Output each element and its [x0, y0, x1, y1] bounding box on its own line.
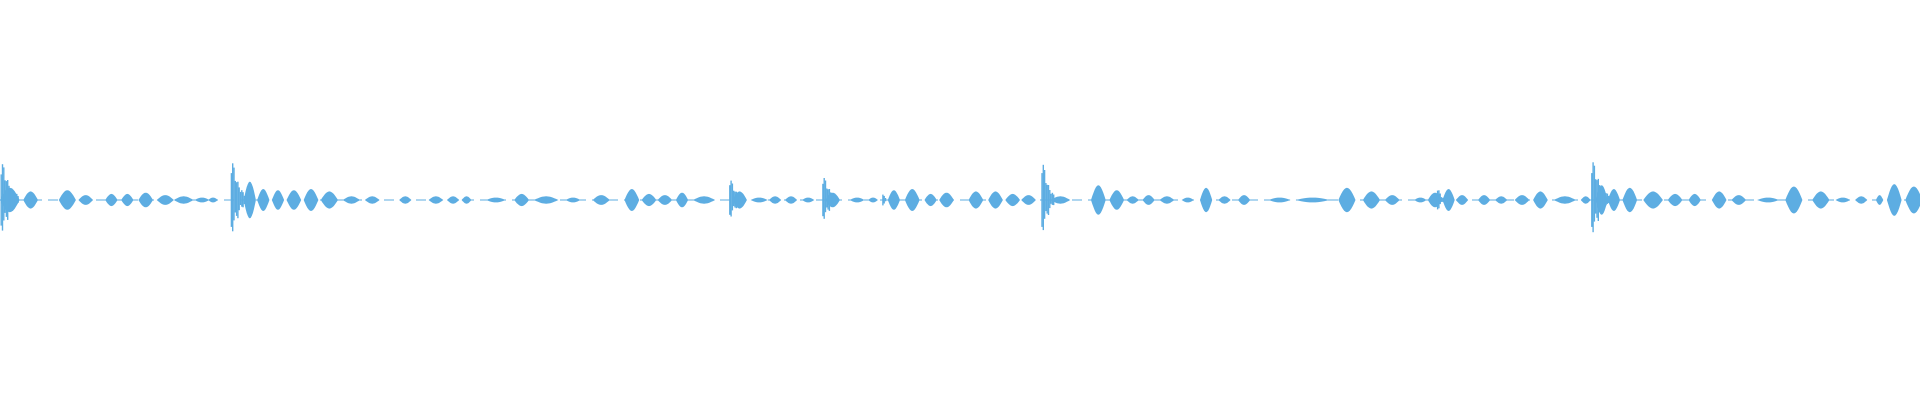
waveform-lobe	[1835, 197, 1851, 203]
waveform-lobe	[1905, 186, 1920, 214]
waveform-lobe	[565, 197, 581, 203]
waveform-lobe	[1142, 195, 1155, 205]
waveform-lobe	[784, 196, 798, 204]
waveform-lobe	[1159, 196, 1175, 204]
waveform-lobe	[1218, 196, 1231, 204]
waveform-lobe	[968, 191, 984, 209]
waveform-lobe	[988, 191, 1003, 209]
waveform-lobe	[924, 193, 937, 207]
waveform-transient	[1041, 164, 1055, 231]
waveform-lobe	[1384, 195, 1400, 205]
waveform-transient	[882, 194, 887, 206]
waveform-lobe	[1622, 187, 1638, 213]
waveform-lobe	[1886, 184, 1902, 216]
waveform-lobe	[1533, 191, 1548, 209]
waveform-lobe	[105, 193, 118, 207]
waveform-lobe	[320, 191, 338, 209]
waveform-lobe	[624, 189, 640, 211]
waveform-lobe	[257, 189, 270, 211]
waveform-lobe	[1757, 197, 1780, 203]
waveform-lobe	[887, 190, 900, 210]
waveform-lobe	[243, 181, 256, 219]
waveform-lobe	[1021, 195, 1036, 205]
waveform-lobe	[23, 191, 38, 209]
waveform-lobe	[1785, 186, 1803, 214]
waveform-transient	[0, 164, 19, 231]
waveform-lobe	[1514, 195, 1530, 205]
waveform-lobes	[0, 181, 1920, 219]
waveform-lobe	[486, 197, 506, 203]
waveform-lobe	[58, 190, 76, 210]
waveform-lobe	[1126, 196, 1139, 204]
waveform-lobe	[138, 192, 154, 208]
waveform-lobe	[121, 193, 134, 207]
waveform-lobe	[1109, 190, 1125, 210]
waveform-lobe	[904, 189, 920, 211]
waveform-lobe	[1688, 193, 1701, 207]
waveform-lobe	[1731, 195, 1747, 205]
waveform-lobe	[769, 196, 782, 204]
waveform-lobe	[514, 193, 529, 207]
waveform-lobe	[446, 196, 460, 204]
waveform-lobe	[1181, 197, 1194, 203]
waveform-lobe	[1005, 193, 1020, 207]
waveform-lobe	[1667, 193, 1683, 207]
waveform-lobe	[342, 196, 360, 204]
waveform-transient	[1436, 190, 1444, 210]
waveform-lobe	[271, 190, 285, 210]
waveform-lobe	[428, 196, 444, 204]
waveform-lobe	[364, 196, 380, 204]
waveform-lobe	[1855, 196, 1868, 204]
waveform-lobe	[1362, 191, 1380, 209]
waveform-lobe	[1812, 191, 1830, 209]
waveform-lobe	[399, 196, 412, 204]
waveform-transient	[822, 178, 838, 219]
waveform-lobe	[1442, 189, 1455, 211]
waveform-lobe	[849, 197, 865, 203]
waveform-lobe	[286, 190, 302, 210]
waveform-lobe	[1711, 191, 1727, 209]
waveform-transient	[729, 180, 743, 217]
waveform-lobe	[1295, 197, 1330, 203]
waveform-transient	[230, 163, 247, 232]
waveform-lobe	[1643, 191, 1663, 209]
waveform-lobe	[208, 197, 218, 203]
waveform-lobe	[1338, 187, 1356, 213]
waveform-lobe	[1580, 196, 1591, 204]
waveform-lobe	[533, 196, 559, 204]
waveform-lobe	[194, 197, 210, 203]
waveform-lobe	[1478, 195, 1491, 205]
waveform-lobe	[1875, 195, 1884, 205]
waveform-lobe	[675, 192, 689, 208]
waveform-transient	[1591, 162, 1610, 233]
waveform-lobe	[173, 196, 194, 204]
waveform-lobe	[156, 195, 174, 205]
waveform-lobe	[1553, 196, 1576, 204]
waveform-lobe	[868, 197, 878, 203]
waveform-lobe	[693, 196, 716, 204]
waveform-lobe	[939, 192, 954, 208]
waveform-lobe	[1414, 197, 1427, 203]
waveform-lobe	[657, 195, 673, 205]
waveform-lobe	[303, 189, 319, 211]
waveform-lobe	[750, 197, 768, 203]
waveform-lobe	[78, 195, 94, 205]
waveform-lobe	[1050, 196, 1071, 204]
waveform-lobe	[641, 193, 657, 207]
waveform-lobe	[1091, 185, 1106, 215]
waveform-lobe	[1268, 197, 1291, 203]
waveform-lobe	[592, 195, 610, 205]
waveform-lobe	[1200, 187, 1213, 213]
waveform-lobe	[1455, 195, 1469, 205]
waveform-lobe	[802, 197, 815, 203]
waveform-lobe	[1495, 196, 1508, 204]
waveform-lobe	[461, 196, 472, 204]
waveform-lobe	[1607, 189, 1620, 211]
waveform-lobe	[1238, 195, 1251, 205]
